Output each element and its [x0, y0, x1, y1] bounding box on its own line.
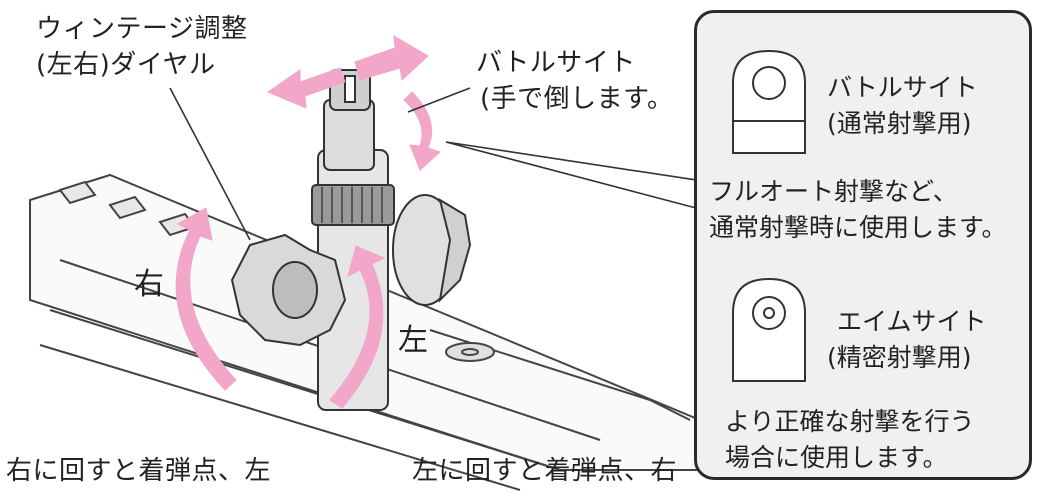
battle-sight-desc-2: 通常射撃時に使用します。 [709, 213, 1007, 242]
sight-mode-panel: バトルサイト (通常射撃用) フルオート射撃など、 通常射撃時に使用します。 エ… [694, 10, 1032, 480]
aim-sight-desc-2: 場合に使用します。 [725, 443, 948, 472]
aim-sight-icon [732, 277, 806, 382]
battle-sight-title: バトルサイト [827, 73, 978, 102]
leader-lines [169, 87, 697, 241]
windage-dial-label-line1: ウィンテージ調整 [36, 14, 248, 44]
battle-sight-desc-1: フルオート射撃など、 [709, 177, 958, 206]
windage-dial-label-line2: (左右)ダイヤル [36, 50, 216, 80]
battle-sight-icon [732, 49, 806, 154]
caption-right-turn: 右に回すと着弾点、左 [6, 456, 272, 486]
battle-sight-subtitle: (通常射撃用) [827, 109, 972, 138]
battle-sight-note: (手で倒します。 [480, 84, 674, 114]
left-direction-label: 左 [398, 323, 429, 358]
caption-left-turn: 左に回すと着弾点、右 [412, 456, 678, 486]
battle-sight-label: バトルサイト [476, 48, 636, 78]
aim-sight-title: エイムサイト [837, 307, 987, 336]
aim-sight-desc-1: より正確な射撃を行う [725, 407, 975, 436]
sight-icons [732, 49, 806, 382]
right-direction-label: 右 [134, 267, 165, 302]
aim-sight-subtitle: (精密射撃用) [827, 343, 972, 372]
sight-body [230, 69, 472, 411]
adjustment-arrows [175, 35, 441, 409]
